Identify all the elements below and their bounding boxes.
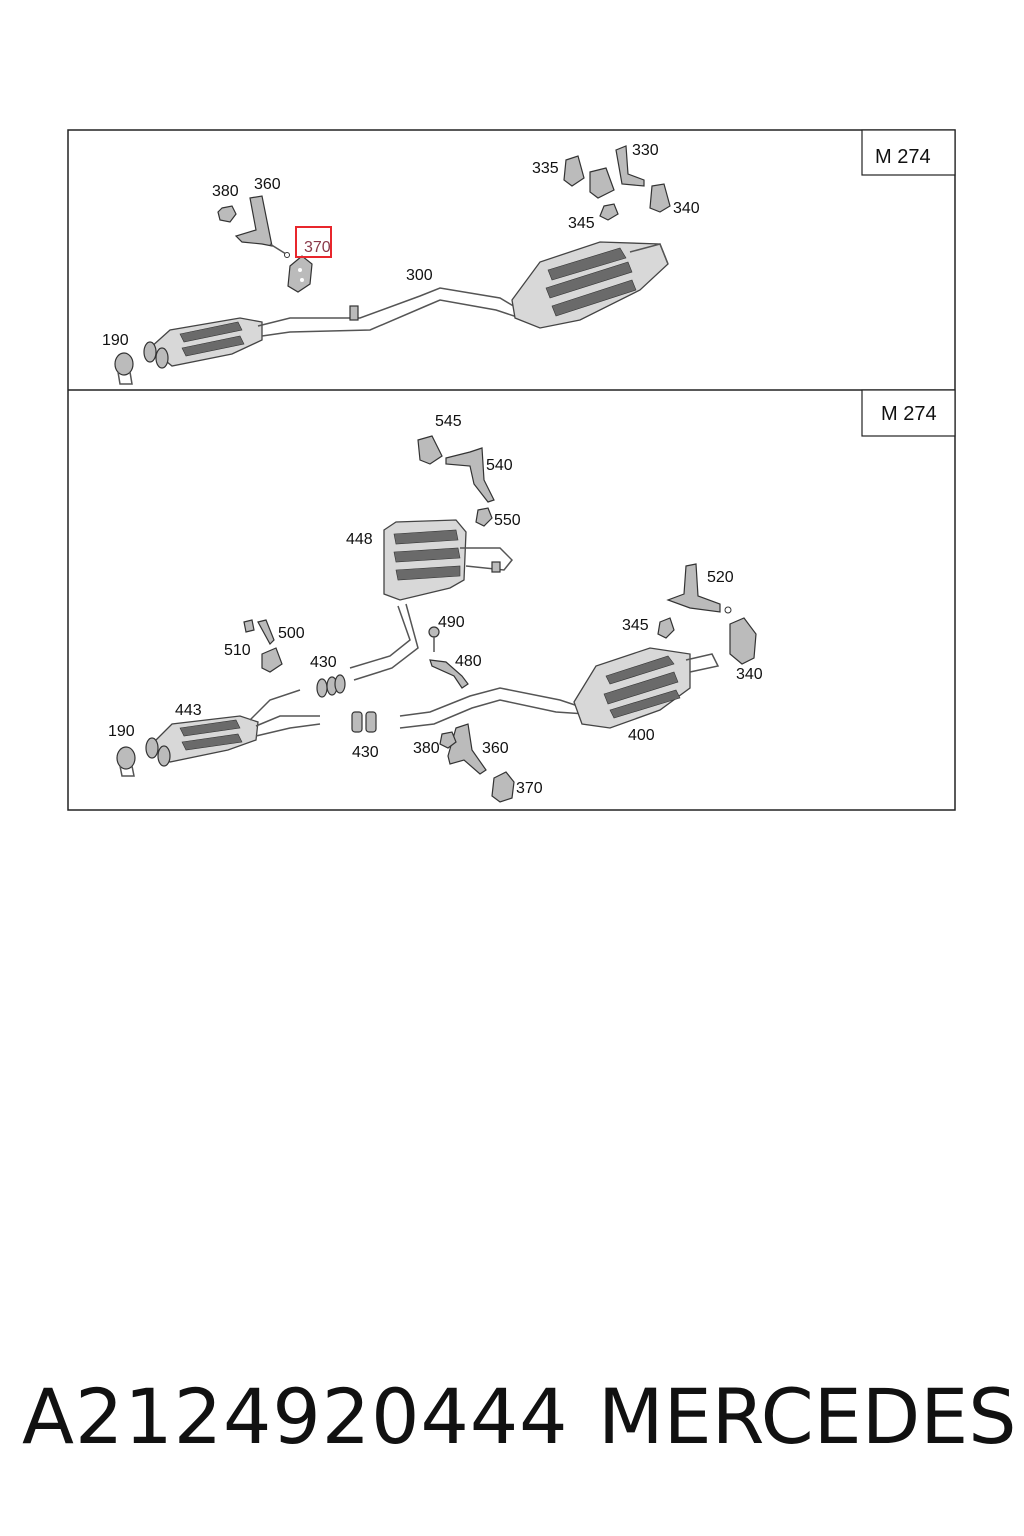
rear-muffler-part (573, 647, 720, 729)
part-label-550[interactable]: 550 (494, 512, 521, 529)
part-label-300[interactable]: 300 (406, 267, 433, 284)
panel-1-labels: 190 380 360 370 300 335 330 345 340 (102, 142, 700, 349)
part-label-370[interactable]: 370 (516, 780, 543, 797)
part-label-430[interactable]: 430 (352, 744, 379, 761)
part-label-330[interactable]: 330 (632, 142, 659, 159)
clamp-part (116, 746, 136, 777)
panel-2-tag: M 274 (861, 389, 956, 437)
coupler-part (351, 711, 377, 733)
panel-1-tag: M 274 (861, 129, 956, 176)
part-label-520[interactable]: 520 (707, 569, 734, 586)
catalytic-converter-part (145, 715, 259, 767)
hanger-part (657, 563, 757, 665)
nut-part (217, 205, 237, 223)
intermediate-pipe-part (349, 603, 419, 681)
hanger-bracket-part (217, 195, 290, 258)
hanger-part (243, 619, 283, 673)
part-label-360[interactable]: 360 (482, 740, 509, 757)
clamp-part (114, 352, 134, 385)
highlight-box-370 (295, 226, 332, 258)
part-label-545[interactable]: 545 (435, 413, 462, 430)
part-label-345[interactable]: 345 (622, 617, 649, 634)
center-pipe-part (257, 287, 521, 337)
rear-pipe-part (399, 687, 587, 729)
part-label-190[interactable]: 190 (108, 723, 135, 740)
part-label-380[interactable]: 380 (413, 740, 440, 757)
part-label-448[interactable]: 448 (346, 531, 373, 548)
hanger-part (417, 435, 495, 527)
part-label-340[interactable]: 340 (673, 200, 700, 217)
part-label-370[interactable]: 370 (304, 239, 331, 256)
pipe-bracket (349, 305, 359, 321)
panel-2-drawing (116, 435, 757, 803)
part-label-500[interactable]: 500 (278, 625, 305, 642)
part-number: A2124920444 (22, 1372, 569, 1461)
part-label-360[interactable]: 360 (254, 176, 281, 193)
part-label-335[interactable]: 335 (532, 160, 559, 177)
part-label-510[interactable]: 510 (224, 642, 251, 659)
bracket-part (429, 659, 469, 689)
hanger-part (439, 723, 515, 803)
part-label-190[interactable]: 190 (102, 332, 129, 349)
catalytic-converter-part (143, 317, 263, 369)
part-label-345[interactable]: 345 (568, 215, 595, 232)
part-label-443[interactable]: 443 (175, 702, 202, 719)
svg-text:M 274: M 274 (881, 403, 937, 425)
brand-name: MERCEDES (598, 1372, 1017, 1461)
part-label-340[interactable]: 340 (736, 666, 763, 683)
part-label-430[interactable]: 430 (310, 654, 337, 671)
rubber-mount-part (287, 255, 313, 293)
diagram-frame (67, 129, 956, 811)
svg-text:M 274: M 274 (875, 146, 931, 168)
rear-hanger-group (563, 145, 671, 221)
rear-muffler-part (511, 241, 669, 329)
bolt-part (428, 626, 440, 652)
part-label-540[interactable]: 540 (486, 457, 513, 474)
part-label-490[interactable]: 490 (438, 614, 465, 631)
panel-2-labels: 545 540 550 448 520 490 500 345 510 430 … (108, 413, 763, 797)
y-pipe-part (249, 689, 321, 737)
part-label-380[interactable]: 380 (212, 183, 239, 200)
coupler-part (316, 674, 346, 698)
part-label-400[interactable]: 400 (628, 727, 655, 744)
front-muffler-part (383, 519, 514, 601)
panel-1-drawing (114, 145, 671, 385)
part-label-480[interactable]: 480 (455, 653, 482, 670)
